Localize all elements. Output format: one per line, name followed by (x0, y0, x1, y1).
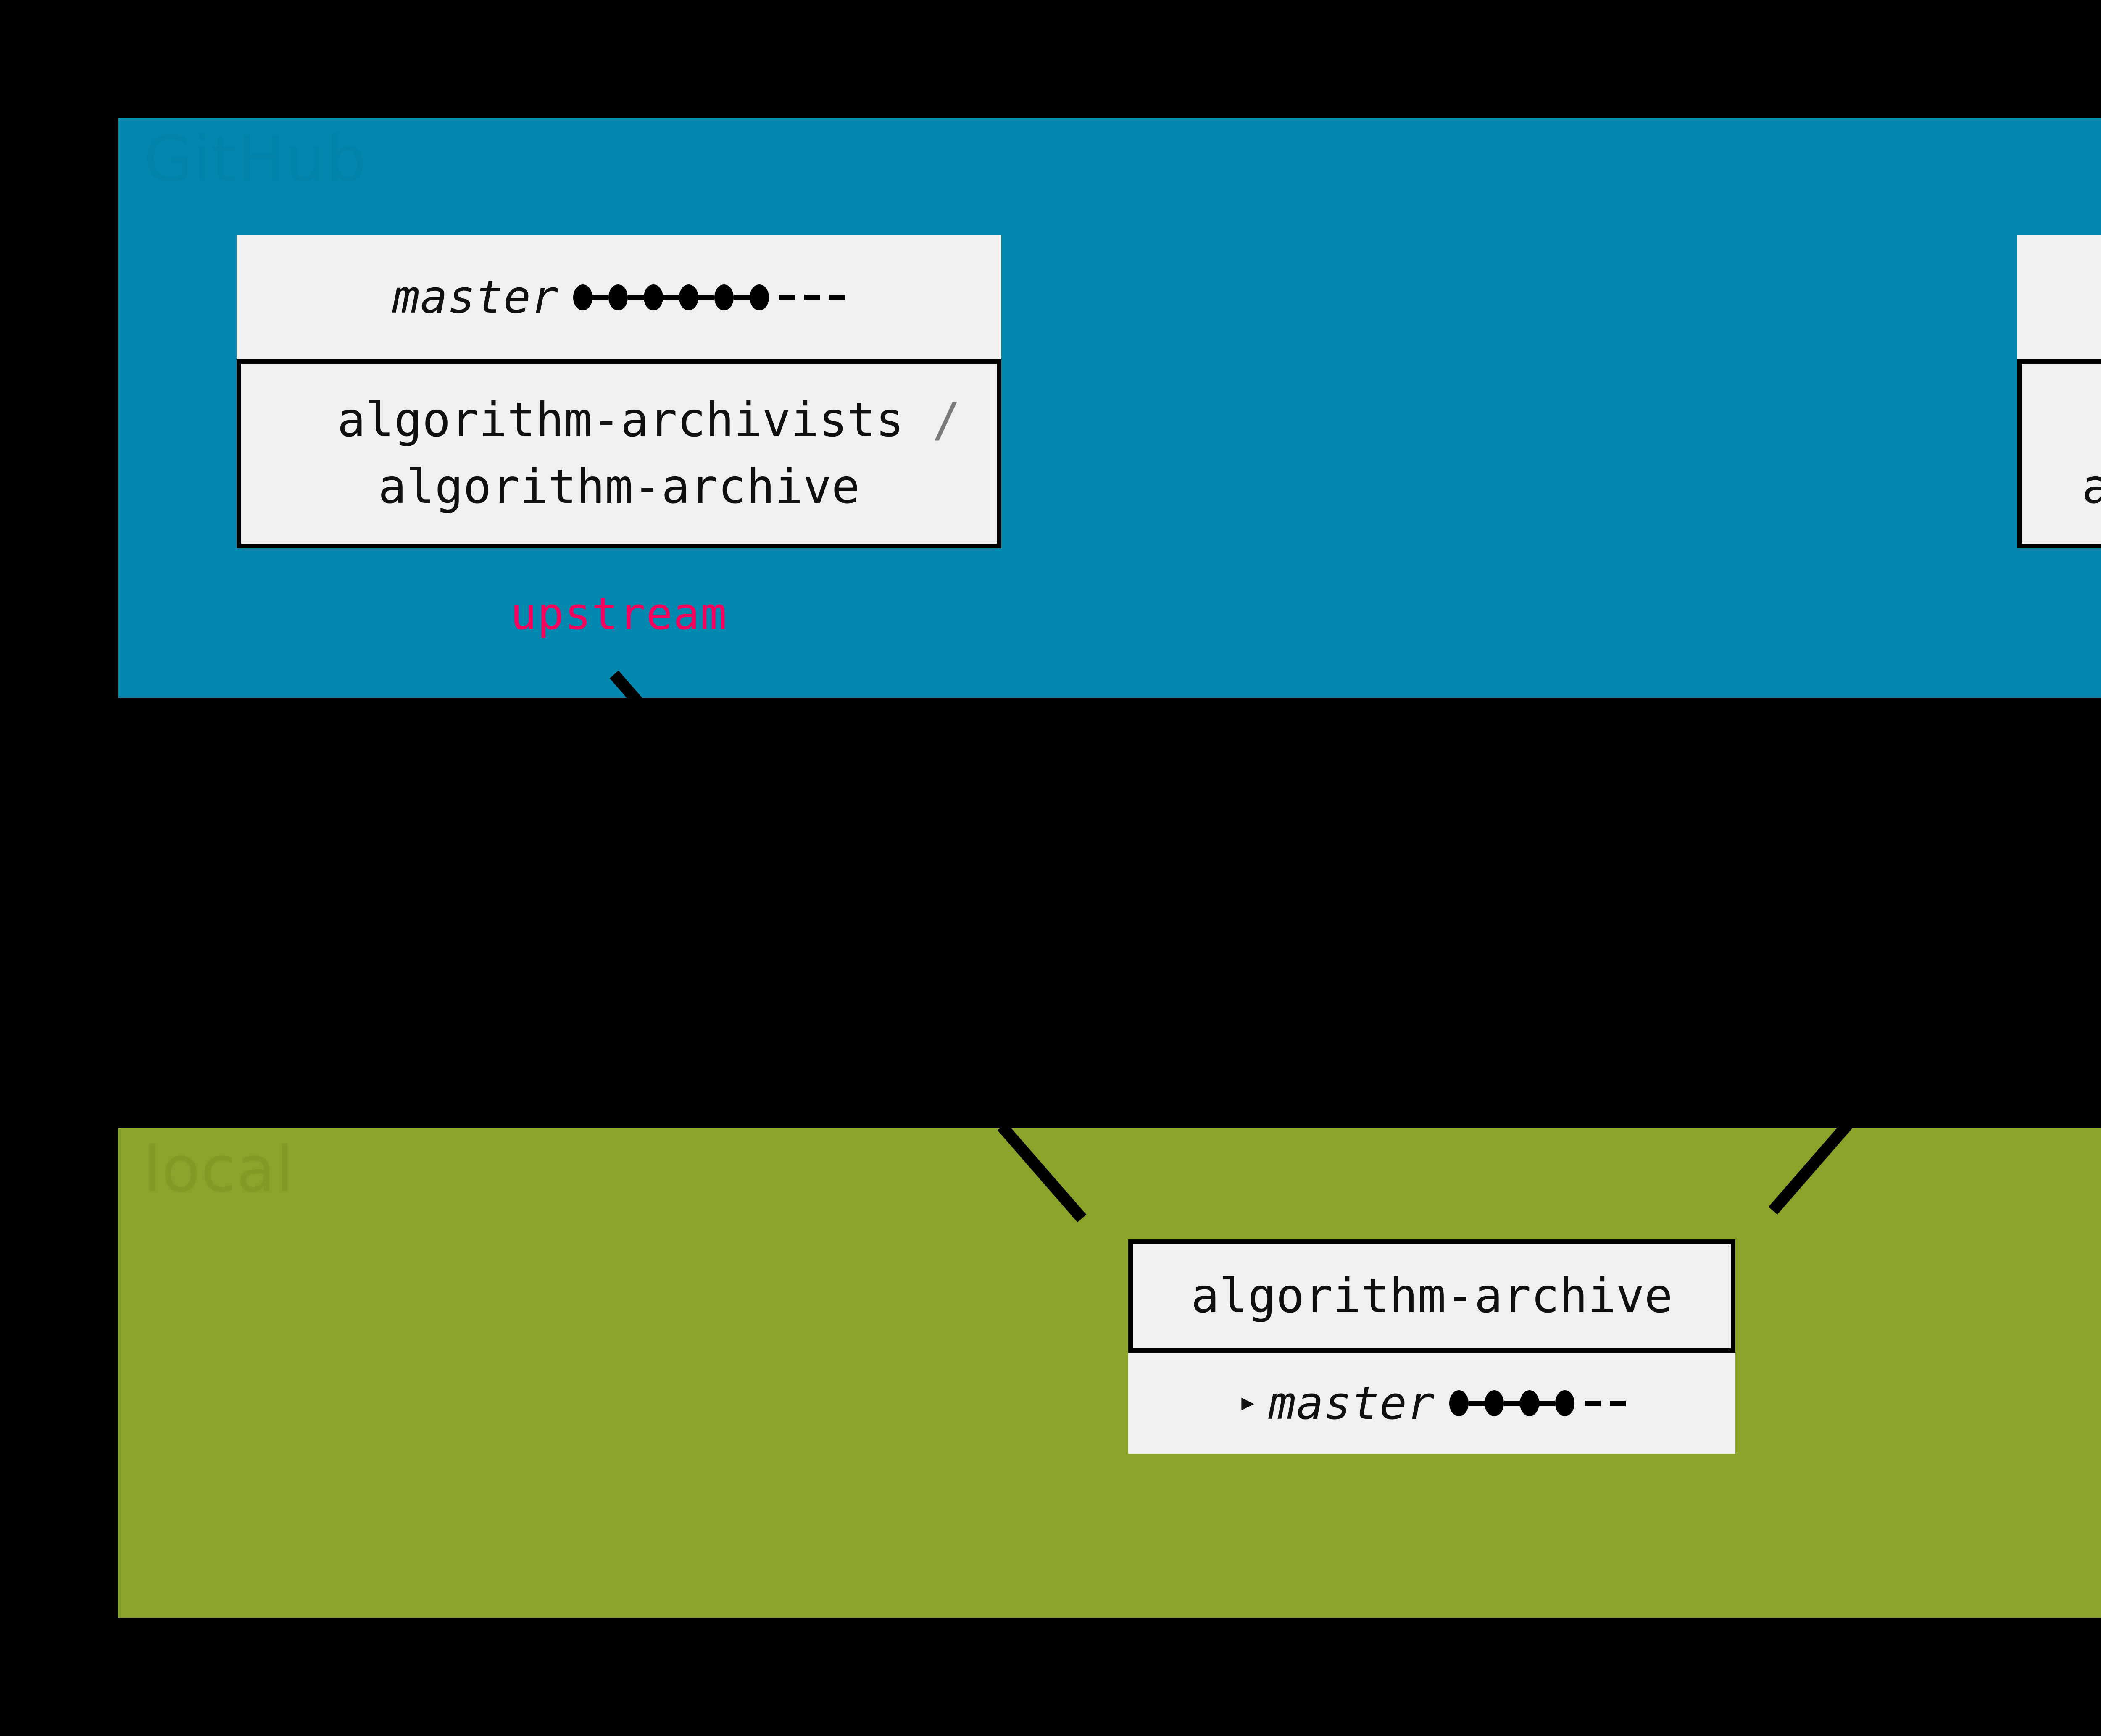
local-repo-name-cell: algorithm-archive (1128, 1239, 1735, 1353)
upstream-repo-name: algorithm-archivists / algorithm-archive (241, 387, 997, 521)
upstream-commit-graph (573, 284, 846, 310)
local-panel: local (118, 1128, 2101, 1618)
local-commit-graph (1449, 1390, 1626, 1416)
upstream-branch-row: master (392, 271, 846, 324)
commit-dot (608, 284, 628, 310)
repo-card-local[interactable]: algorithm-archive ▸ master (1128, 1239, 1735, 1517)
upstream-repo-name-text: algorithm-archive (378, 460, 860, 514)
path-separator-icon: / (904, 392, 961, 447)
commit-link (663, 295, 679, 300)
upstream-owner: algorithm-archivists (337, 392, 904, 447)
commit-dot (1520, 1390, 1540, 1416)
commit-dot (1485, 1390, 1504, 1416)
remote-panel-watermark: GitHub (144, 123, 367, 196)
commit-dot (679, 284, 699, 310)
commit-dot (714, 284, 734, 310)
local-branch-cell: ▸ master (1128, 1353, 1735, 1454)
commit-dash (804, 295, 821, 300)
origin-branch-cell: master (2017, 235, 2101, 359)
commit-dot (1555, 1390, 1575, 1416)
commit-link (1504, 1400, 1520, 1406)
origin-repo-name-cell: your-name / algorithm-archive (2017, 359, 2101, 548)
remote-label-upstream: upstream (510, 588, 728, 639)
commit-dot (750, 284, 769, 310)
commit-link (698, 295, 715, 300)
commit-link (628, 295, 644, 300)
commit-link (592, 295, 609, 300)
commit-link (734, 295, 750, 300)
local-panel-watermark: local (143, 1133, 295, 1206)
local-branch-row: ▸ master (1238, 1377, 1626, 1430)
local-repo-name-text: algorithm-archive (1191, 1269, 1673, 1323)
repo-card-origin[interactable]: master your-name / algorithm-archive (2017, 235, 2101, 576)
commit-dash (1610, 1400, 1626, 1406)
local-branch-name: master (1268, 1377, 1435, 1430)
remote-label-origin: origin (2017, 588, 2101, 639)
commit-dash (1585, 1400, 1601, 1406)
head-pointer-icon: ▸ (1237, 1383, 1258, 1420)
origin-repo-name: your-name / algorithm-archive (2022, 387, 2101, 521)
repo-card-upstream[interactable]: master (237, 235, 1001, 576)
upstream-branch-name: master (392, 271, 559, 324)
commit-dot (573, 284, 593, 310)
origin-owner-line: your-name / (2022, 387, 2101, 454)
upstream-owner-line: algorithm-archivists / (241, 387, 997, 454)
upstream-repo-name-cell: algorithm-archivists / algorithm-archive (237, 359, 1001, 548)
upstream-branch-cell: master (237, 235, 1001, 359)
origin-repo-name-text: algorithm-archive (2082, 460, 2101, 514)
commit-dash (829, 295, 846, 300)
commit-dot (644, 284, 663, 310)
commit-link (1539, 1400, 1556, 1406)
commit-dash (779, 295, 795, 300)
commit-dot (1449, 1390, 1469, 1416)
commit-link (1469, 1400, 1485, 1406)
